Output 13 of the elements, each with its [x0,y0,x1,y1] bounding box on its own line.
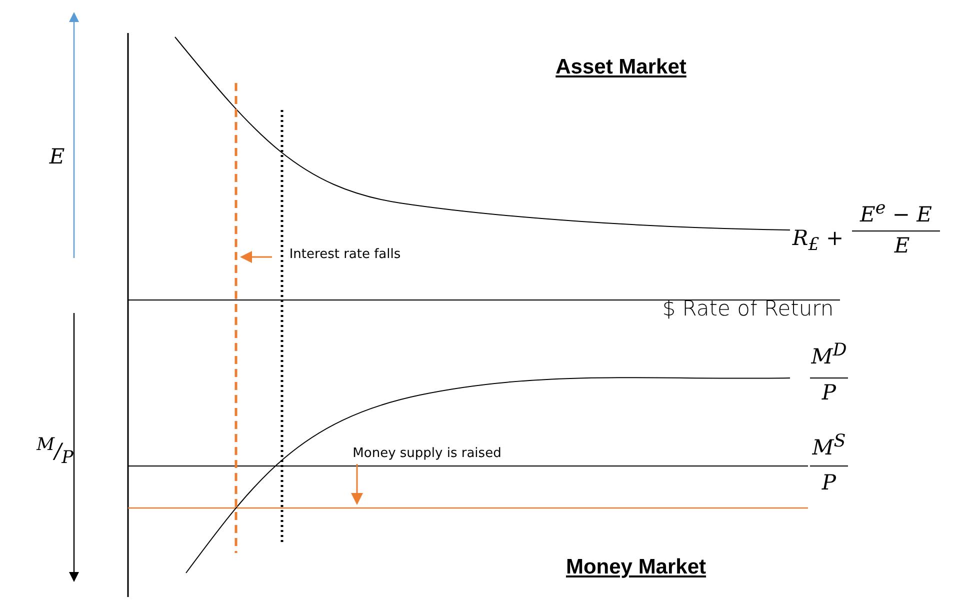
panel-heading: Asset Market [556,55,686,79]
line-label: P [822,471,836,495]
annotation-text: Money supply is raised [352,446,502,462]
annotation-text: Interest rate falls [289,248,401,262]
panel-heading: Money Market [566,555,706,579]
formula-denominator: E [894,234,910,258]
curve-label: M$^{D}$ [811,341,847,369]
line-label: M$^{S}$ [812,432,846,460]
formula-numerator: E$^{e}$ − E [860,199,932,227]
axis-label: E [49,145,65,169]
curve-label: P [822,381,836,405]
formula-text: R$_{£}$ + [792,226,844,256]
axis-label: $^{M}$/$_{P}$ [36,436,74,468]
